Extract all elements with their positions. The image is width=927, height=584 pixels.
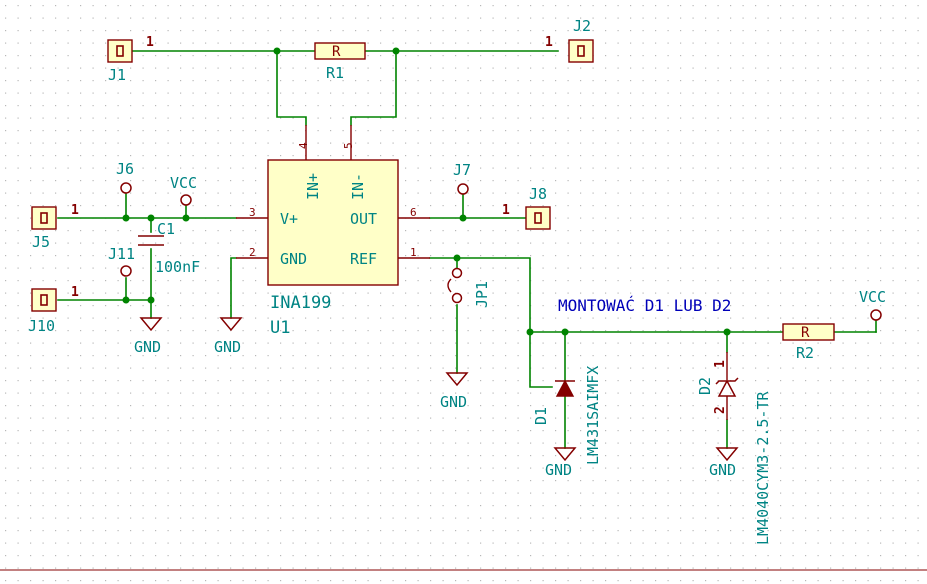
capacitor-c1[interactable]: C1 100nF (138, 220, 200, 276)
resistor-r1[interactable]: R R1 (314, 42, 366, 82)
u1-pin-gnd-name: GND (280, 250, 307, 268)
j10-ref: J10 (28, 317, 55, 335)
ground-symbol-d1: GND (545, 447, 577, 479)
j10-pin-number: 1 (71, 285, 79, 300)
power-vcc-r2: VCC (859, 288, 886, 321)
ground-symbol-d2: GND (709, 447, 739, 479)
u1-pin-out-name: OUT (350, 210, 377, 228)
u1-pin-1-number: 1 (410, 246, 417, 259)
power-vcc-u1: VCC (170, 174, 197, 206)
r1-ref: R1 (326, 64, 344, 82)
reference-d1-lm431[interactable]: D1 LM431SAIMFX (532, 366, 602, 465)
u1-value: INA199 (270, 293, 331, 313)
ground-symbol-c1: GND (134, 317, 163, 356)
d2-ref: D2 (696, 377, 714, 395)
d2-value: LM4040CYM3-2.5-TR (754, 391, 772, 545)
gnd-label-5: GND (709, 461, 736, 479)
j2-ref: J2 (573, 17, 591, 35)
connector-j8[interactable]: 1 J8 (502, 185, 551, 230)
u1-pin-in-minus-name: IN- (349, 173, 367, 200)
gnd-label-2: GND (214, 338, 241, 356)
c1-ref: C1 (157, 220, 175, 238)
u1-pin-3-number: 3 (249, 206, 256, 219)
ic-u1-ina199[interactable]: 4 5 3 2 6 1 IN+ IN- V+ GND OUT REF INA19… (236, 125, 430, 338)
jumper-jp1[interactable]: JP1 (447, 267, 491, 309)
j5-ref: J5 (32, 233, 50, 251)
resistor-r2[interactable]: R R2 (782, 323, 835, 362)
j11-ref: J11 (108, 245, 135, 263)
junctions (122, 47, 731, 336)
wires (57, 50, 877, 449)
r2-ref: R2 (796, 344, 814, 362)
ground-symbol-jp1: GND (440, 372, 469, 411)
d1-ref: D1 (532, 407, 550, 425)
gnd-label-3: GND (440, 393, 467, 411)
d1-value: LM431SAIMFX (584, 366, 602, 465)
r2-value: R (801, 325, 810, 341)
u1-pin-2-number: 2 (249, 246, 256, 259)
gnd-label-1: GND (134, 338, 161, 356)
j5-pin-number: 1 (71, 203, 79, 218)
ground-symbol-u1: GND (214, 317, 243, 356)
j8-ref: J8 (529, 185, 547, 203)
testpoint-j11[interactable]: J11 (108, 245, 135, 277)
connector-j10[interactable]: 1 J10 (28, 285, 79, 335)
testpoint-j7[interactable]: J7 (453, 161, 471, 195)
assembly-note: MONTOWAĆ D1 LUB D2 (558, 296, 731, 315)
vcc-label-1: VCC (170, 174, 197, 192)
j6-ref: J6 (116, 160, 134, 178)
u1-pin-6-number: 6 (410, 206, 417, 219)
testpoint-j6[interactable]: J6 (116, 160, 134, 194)
u1-pin-ref-name: REF (350, 250, 377, 268)
c1-value: 100nF (155, 258, 200, 276)
connector-j2[interactable]: 1 J2 (545, 17, 594, 63)
u1-pin-vplus-name: V+ (280, 210, 298, 228)
u1-pin-in-plus-name: IN+ (304, 173, 322, 200)
connector-j5[interactable]: 1 J5 (31, 203, 79, 251)
connector-j1[interactable]: 1 J1 (107, 35, 154, 84)
j1-pin-number: 1 (146, 35, 154, 50)
d2-pin1-number: 1 (713, 360, 728, 368)
gnd-label-4: GND (545, 461, 572, 479)
vcc-label-2: VCC (859, 288, 886, 306)
u1-pin-4-number: 4 (297, 142, 310, 149)
r1-value: R (332, 44, 341, 60)
j1-ref: J1 (108, 66, 126, 84)
j7-ref: J7 (453, 161, 471, 179)
zener-d2-lm4040[interactable]: 1 2 D2 LM4040CYM3-2.5-TR (696, 352, 772, 545)
u1-ref: U1 (270, 318, 290, 338)
j2-pin-number: 1 (545, 35, 553, 50)
d2-pin2-number: 2 (713, 406, 728, 414)
jp1-ref: JP1 (473, 281, 491, 308)
u1-pin-5-number: 5 (342, 142, 355, 149)
j8-pin-number: 1 (502, 203, 510, 218)
